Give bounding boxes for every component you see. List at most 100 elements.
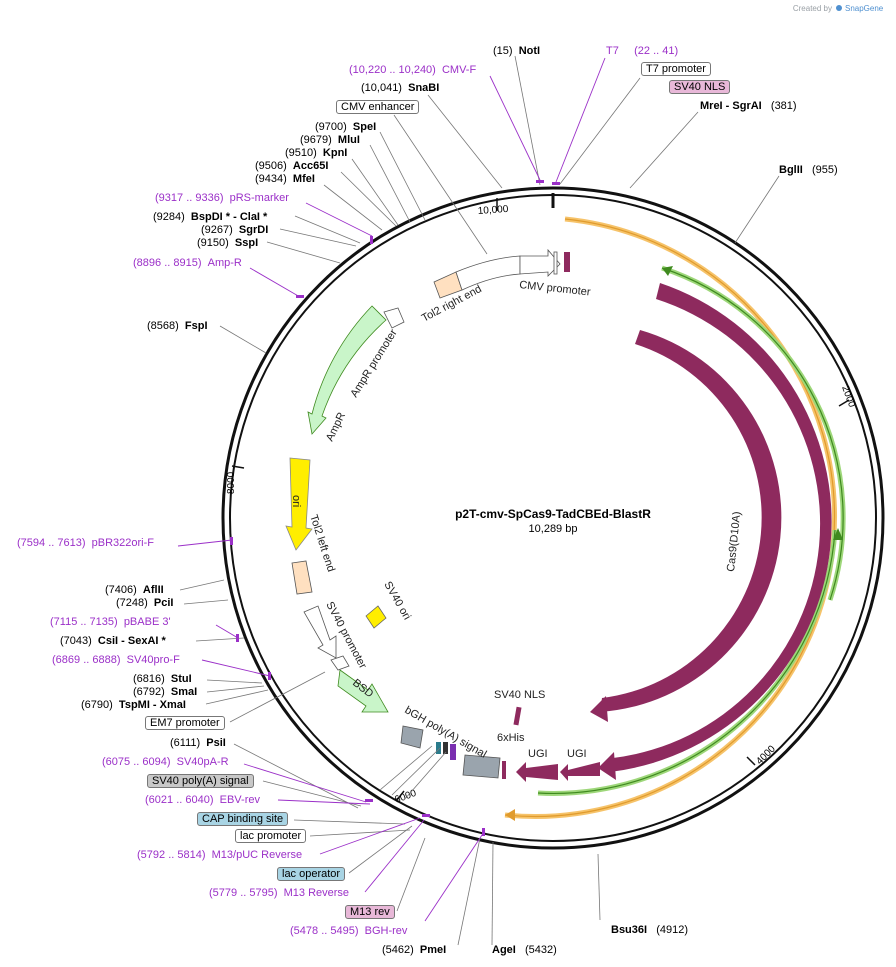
primer-name: BGH-rev	[364, 925, 408, 937]
site-name: FspI	[184, 320, 208, 332]
primer-name: pBABE 3'	[123, 616, 171, 628]
primer-cmv-f[interactable]: (10,220 .. 10,240) CMV-F	[349, 64, 476, 76]
credit-prefix: Created by	[793, 4, 832, 13]
site-sgrdi[interactable]: (9267) SgrDI	[201, 224, 268, 236]
site-name: PciI	[153, 597, 174, 609]
primer-marks	[230, 180, 560, 836]
primer-range: (5792 .. 5814)	[137, 849, 206, 861]
backbone-outer	[221, 186, 885, 850]
primer-range: (6075 .. 6094)	[102, 756, 171, 768]
site-pos: (9267)	[201, 224, 233, 236]
snapgene-logo-icon	[836, 5, 842, 11]
site-smai[interactable]: (6792) SmaI	[133, 686, 197, 698]
box-m13-rev[interactable]: M13 rev	[345, 905, 395, 919]
site-psii[interactable]: (6111) PsiI	[170, 737, 226, 749]
box-t7-promoter[interactable]: T7 promoter	[641, 62, 711, 76]
primer-name: M13 Reverse	[283, 887, 350, 899]
site-fspi[interactable]: (8568) FspI	[147, 320, 208, 332]
orf-band-orange-arrowhead	[505, 809, 515, 821]
sv40-promoter-feature	[303, 605, 337, 659]
primer-name: pBR322ori-F	[91, 537, 154, 549]
green-band-1-arrowhead	[662, 266, 673, 276]
primer-range: (7115 .. 7135)	[50, 616, 118, 628]
bgh-polya-feature	[462, 754, 501, 779]
site-pos: (9434)	[255, 173, 287, 185]
site-pos: (6816)	[133, 673, 165, 685]
site-bglii[interactable]: BglII (955)	[779, 164, 838, 176]
site-pos: (6792)	[133, 686, 165, 698]
site-snabi[interactable]: (10,041) SnaBI	[361, 82, 439, 94]
tol2-left-feature	[291, 560, 313, 595]
primer-prs-marker[interactable]: (9317 .. 9336) pRS-marker	[155, 192, 289, 204]
cluster-feature-2	[443, 742, 448, 754]
site-pmei[interactable]: (5462) PmeI	[382, 944, 446, 956]
site-pos: (5432)	[525, 944, 557, 956]
cas9-d10a-arrow-body	[600, 330, 782, 712]
ampr-feature	[307, 305, 387, 435]
site-name: SgrDI	[238, 224, 269, 236]
site-noti[interactable]: (15) NotI	[493, 45, 540, 57]
site-pos: (7043)	[60, 635, 92, 647]
site-mrei-sgrai[interactable]: MreI - SgrAI (381)	[700, 100, 797, 112]
ugi-arrow-1	[516, 762, 558, 782]
primer-ebv-rev[interactable]: (6021 .. 6040) EBV-rev	[145, 794, 260, 806]
primer-range: (10,220 .. 10,240)	[349, 64, 436, 76]
site-bspdi-clai[interactable]: (9284) BspDI * - ClaI *	[153, 211, 267, 223]
site-mlui[interactable]: (9679) MluI	[300, 134, 360, 146]
primer-sv40pa-r[interactable]: (6075 .. 6094) SV40pA-R	[102, 756, 229, 768]
site-acc65i[interactable]: (9506) Acc65I	[255, 160, 328, 172]
site-aflii[interactable]: (7406) AflII	[105, 584, 164, 596]
site-mfei[interactable]: (9434) MfeI	[255, 173, 315, 185]
site-pos: (15)	[493, 45, 513, 57]
primer-name: SV40pA-R	[176, 756, 229, 768]
site-pos: (6111)	[170, 737, 201, 749]
box-sv40-polya[interactable]: SV40 poly(A) signal	[147, 774, 254, 788]
primer-sv40pro-f[interactable]: (6869 .. 6888) SV40pro-F	[52, 654, 180, 666]
ampr-promoter-feature	[383, 307, 405, 329]
site-name: NotI	[518, 45, 541, 57]
site-pos: (4912)	[656, 924, 689, 936]
feature-ugi-1-label: UGI	[528, 748, 548, 760]
primer-name: Amp-R	[207, 257, 242, 269]
green-band-2-arrowhead	[833, 528, 843, 540]
site-sspi[interactable]: (9150) SspI	[197, 237, 258, 249]
primer-t7[interactable]: T7 (22 .. 41)	[606, 45, 678, 57]
primer-range: (6021 .. 6040)	[145, 794, 214, 806]
site-pos: (7406)	[105, 584, 137, 596]
box-cmv-enhancer[interactable]: CMV enhancer	[336, 100, 420, 114]
site-kpni[interactable]: (9510) KpnI	[285, 147, 347, 159]
box-lac-operator[interactable]: lac operator	[277, 867, 346, 881]
box-em7-promoter[interactable]: EM7 promoter	[145, 716, 225, 730]
primer-range: (8896 .. 8915)	[133, 257, 202, 269]
feature-ugi-2-label: UGI	[567, 748, 587, 760]
primer-pbr322ori-f[interactable]: (7594 .. 7613) pBR322ori-F	[17, 537, 154, 549]
site-stui[interactable]: (6816) StuI	[133, 673, 192, 685]
site-pos: (9510)	[285, 147, 317, 159]
cluster-feature-3	[450, 744, 456, 760]
site-tspmi-xmai[interactable]: (6790) TspMI - XmaI	[81, 699, 186, 711]
primer-bgh-rev[interactable]: (5478 .. 5495) BGH-rev	[290, 925, 407, 937]
leader-lines	[179, 55, 780, 946]
site-name: SmaI	[170, 686, 198, 698]
box-lac-promoter[interactable]: lac promoter	[235, 829, 307, 843]
tick-8000: 8000	[226, 471, 237, 494]
sv40-polya-feature	[400, 725, 424, 749]
green-band-2-edge	[537, 529, 836, 795]
site-name: SspI	[234, 237, 259, 249]
primer-name: EBV-rev	[219, 794, 260, 806]
site-bsu36i[interactable]: Bsu36I (4912)	[611, 924, 688, 936]
box-sv40-nls[interactable]: SV40 NLS	[669, 80, 731, 94]
site-spei[interactable]: (9700) SpeI	[315, 121, 376, 133]
primer-amp-r[interactable]: (8896 .. 8915) Amp-R	[133, 257, 242, 269]
site-agei[interactable]: AgeI (5432)	[492, 944, 557, 956]
site-name: TspMI - XmaI	[118, 699, 186, 711]
site-pos: (9700)	[315, 121, 347, 133]
box-cap-binding-site[interactable]: CAP binding site	[197, 812, 289, 826]
primer-m13-reverse[interactable]: (5779 .. 5795) M13 Reverse	[209, 887, 349, 899]
cluster-feature-1	[436, 742, 441, 754]
primer-m13-puc-reverse[interactable]: (5792 .. 5814) M13/pUC Reverse	[137, 849, 302, 861]
site-csii-sexai[interactable]: (7043) CsiI - SexAI *	[60, 635, 166, 647]
site-pcii[interactable]: (7248) PciI	[116, 597, 174, 609]
primer-pbabe-3[interactable]: (7115 .. 7135) pBABE 3'	[50, 616, 171, 628]
